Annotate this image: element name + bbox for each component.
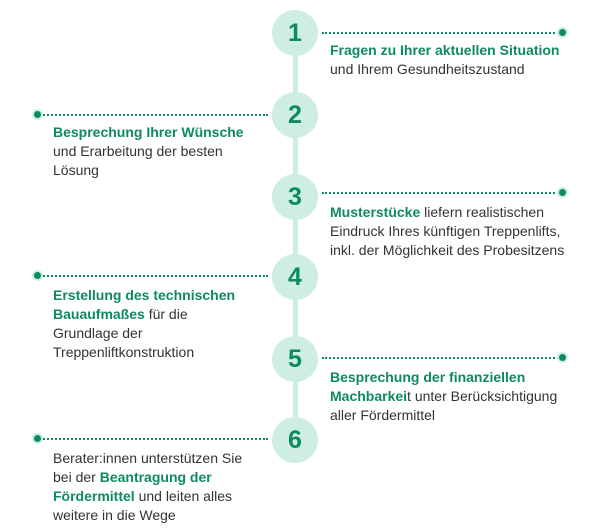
step-2-end-dot-icon: [34, 111, 41, 118]
step-5-body: t unter Berücksichtigung aller Fördermit…: [330, 388, 558, 423]
step-2-highlight: Besprechung Ihrer Wünsche: [53, 124, 244, 140]
step-number: 5: [288, 344, 302, 373]
step-1-connector-dotted-line: [322, 32, 559, 34]
step-1-body: und Ihrem Gesundheitszustand: [330, 61, 525, 77]
step-1-highlight: Fragen zu Ihrer aktuellen Situation: [330, 42, 560, 58]
step-number: 6: [288, 425, 302, 454]
step-6-end-dot-icon: [34, 435, 41, 442]
step-3-end-dot-icon: [559, 189, 566, 196]
step-5-end-dot-icon: [559, 354, 566, 361]
step-5-circle: 5: [272, 336, 318, 382]
step-3-connector-dotted-line: [322, 192, 559, 194]
step-4-connector-dotted-line: [40, 275, 268, 277]
step-4-circle: 4: [272, 254, 318, 300]
step-5-highlight: Besprechung der finanziellen Machbarkei: [330, 369, 526, 404]
timeline-vertical-line: [293, 33, 298, 440]
step-6-connector-dotted-line: [40, 438, 268, 440]
step-4-body: für die Grundlage der Treppenliftkonstru…: [53, 306, 195, 360]
step-6-circle: 6: [272, 417, 318, 463]
step-6-body-end: und leiten alles weitere in die Wege: [53, 488, 232, 523]
step-1-circle: 1: [272, 10, 318, 56]
step-5-description: Besprechung der finanziellen Machbarkeit…: [330, 368, 575, 425]
step-6-description: Berater:innen unterstützen Sie bei der B…: [53, 449, 253, 525]
step-3-highlight: Musterstücke: [330, 204, 421, 220]
step-number: 4: [288, 262, 302, 291]
step-1-end-dot-icon: [559, 29, 566, 36]
step-4-end-dot-icon: [34, 272, 41, 279]
step-2-connector-dotted-line: [40, 114, 268, 116]
step-3-circle: 3: [272, 174, 318, 220]
step-4-description: Erstellung des technischen Bauaufmaßes f…: [53, 286, 253, 362]
step-number: 3: [288, 182, 302, 211]
step-2-body: und Erarbeitung der besten Lösung: [53, 143, 223, 178]
step-3-description: Musterstücke liefern realistischen Eindr…: [330, 203, 565, 260]
step-1-description: Fragen zu Ihrer aktuellen Situation und …: [330, 41, 590, 79]
step-5-connector-dotted-line: [322, 357, 559, 359]
step-6-highlight: Beantragung der Fördermittel: [53, 469, 212, 504]
step-3-body: liefern realistischen Eindruck Ihres kün…: [330, 204, 565, 258]
step-number: 2: [288, 100, 302, 129]
step-6-body-start: Berater:innen unterstützen Sie bei der: [53, 450, 243, 485]
step-2-description: Besprechung Ihrer Wünsche und Erarbeitun…: [53, 123, 258, 180]
step-number: 1: [288, 18, 302, 47]
step-4-highlight: Erstellung des technischen Bauaufmaßes: [53, 287, 236, 322]
step-2-circle: 2: [272, 92, 318, 138]
